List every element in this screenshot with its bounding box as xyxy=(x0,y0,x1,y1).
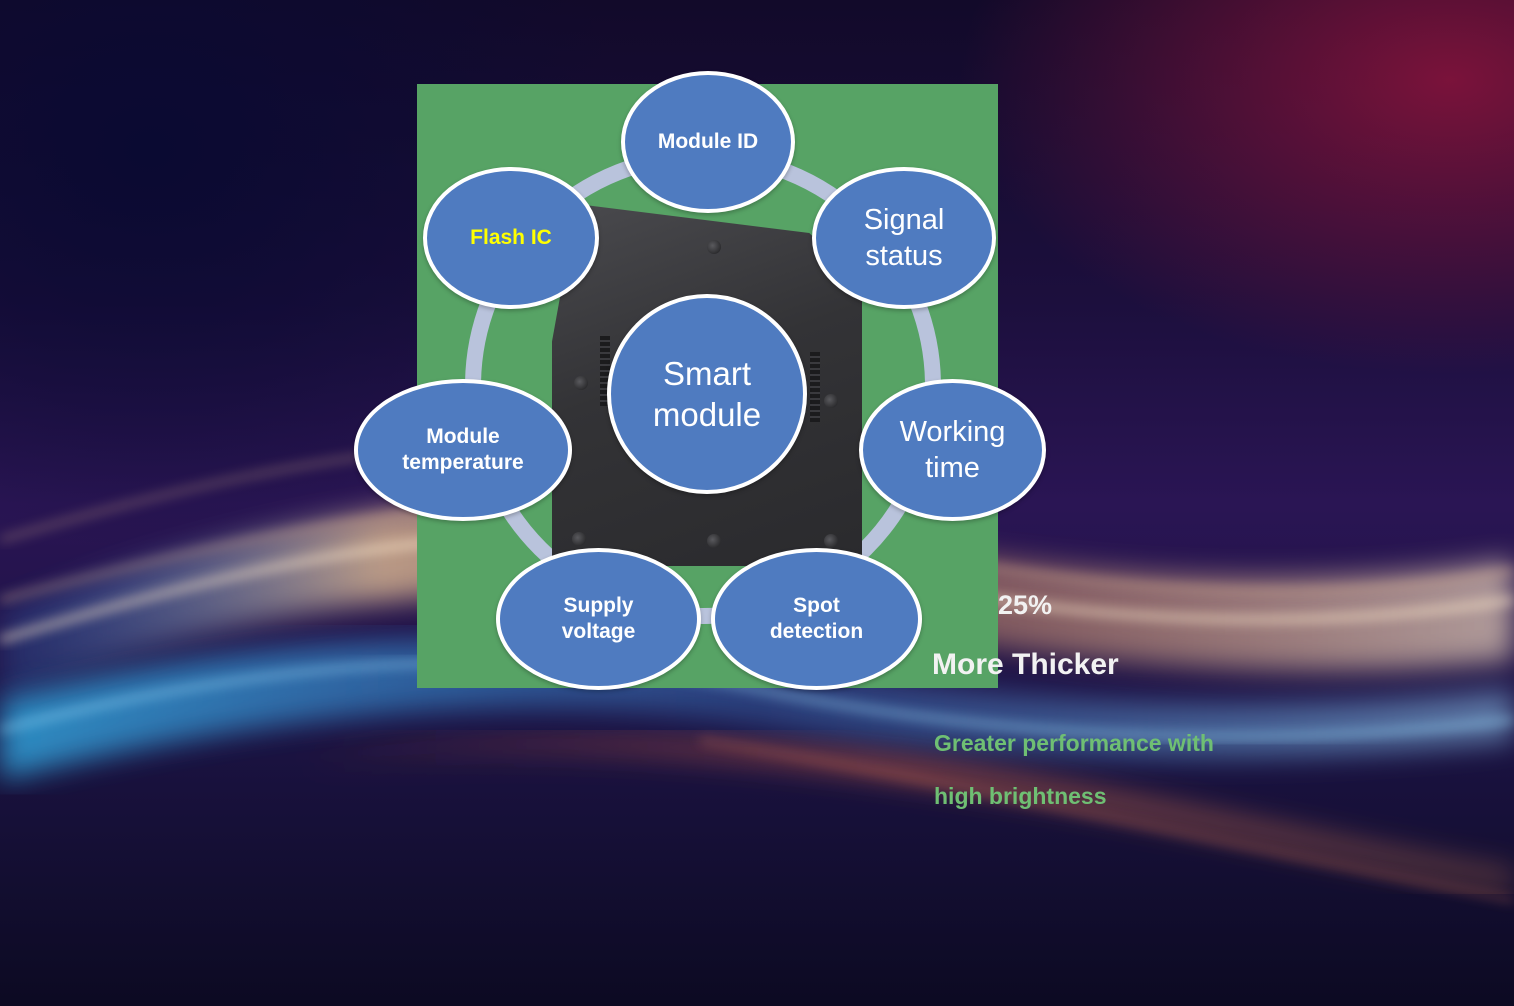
screw-hole xyxy=(572,532,586,546)
screw-hole xyxy=(707,534,721,548)
node-signal-status: Signal status xyxy=(812,167,996,309)
node-spot-detection: Spot detection xyxy=(711,548,922,690)
node-module-id: Module ID xyxy=(621,71,795,213)
thickness-headline: More Thicker xyxy=(932,648,1119,681)
thickness-percent: 25% xyxy=(998,590,1053,620)
performance-line-1: Greater performance with xyxy=(934,730,1214,756)
node-working-time: Working time xyxy=(859,379,1046,521)
board-connector xyxy=(810,352,820,422)
screw-hole xyxy=(824,534,838,548)
node-supply-voltage: Supply voltage xyxy=(496,548,701,690)
screw-hole xyxy=(824,394,838,408)
node-flash-ic: Flash IC xyxy=(423,167,599,309)
board-connector xyxy=(600,336,610,406)
screw-hole xyxy=(707,240,721,254)
screw-hole xyxy=(574,376,588,390)
node-smart-module: Smart module xyxy=(607,294,807,494)
performance-line-2: high brightness xyxy=(934,783,1107,809)
node-module-temperature: Module temperature xyxy=(354,379,572,521)
